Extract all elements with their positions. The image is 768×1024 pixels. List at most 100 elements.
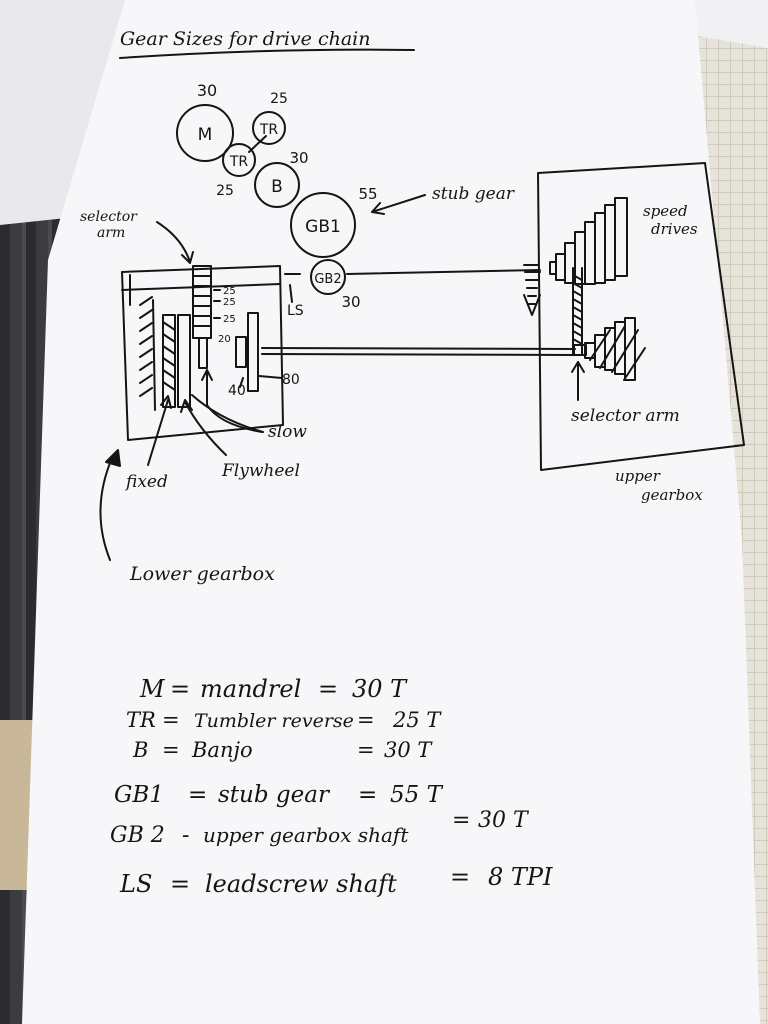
- legend-sep: =: [162, 738, 180, 762]
- legend-row-m: M = mandrel = 30 T: [139, 675, 408, 703]
- main-shaft-top: [261, 347, 576, 350]
- gear-m-teeth: 30: [197, 81, 217, 100]
- selector-arm-top-line1: selector: [80, 209, 138, 225]
- legend-name: mandrel: [200, 675, 301, 703]
- slow-arrow-2: [206, 371, 263, 433]
- tick-40: [239, 377, 244, 388]
- legend-abbr: LS: [119, 870, 152, 898]
- legend-eq: =: [357, 708, 375, 732]
- lower-number-3: 25: [223, 314, 236, 325]
- legend-eq: =: [450, 863, 470, 891]
- gear-tr-lower: [222, 143, 256, 177]
- gear-tr-upper-label: TR: [259, 122, 279, 138]
- slow-label: slow: [268, 422, 307, 442]
- gear-tr-upper-teeth: 25: [270, 91, 288, 107]
- legend-row-gb2: GB 2 - upper gearbox shaft = 30 T: [110, 808, 530, 848]
- upper-cluster-gears: [584, 317, 646, 381]
- stub-gear-note: stub gear: [432, 184, 515, 204]
- speed-drives-line1: speed: [643, 202, 688, 220]
- legend-abbr: M: [139, 675, 166, 703]
- lower-number-2: 25: [223, 297, 236, 308]
- legend-abbr: TR: [126, 708, 156, 732]
- legend-value: 25 T: [392, 708, 442, 732]
- lower-number-4: 20: [218, 334, 231, 345]
- stub-gear-arrow: [371, 194, 426, 213]
- fixed-gear-stack: [162, 314, 176, 408]
- legend-value: 55 T: [390, 782, 444, 808]
- selector-arm-right-label: selector arm: [571, 406, 680, 426]
- upper-gearbox-box: [537, 162, 745, 471]
- flywheel-arrowhead: [180, 399, 193, 413]
- legend-name: Tumbler reverse: [194, 710, 354, 732]
- legend-row-gb1: GB1 = stub gear = 55 T: [114, 782, 444, 808]
- flywheel-arrow: [184, 401, 227, 456]
- flywheel-label: Flywheel: [221, 461, 300, 481]
- gear-b-label: B: [271, 177, 283, 197]
- gear-20-40: [235, 336, 247, 368]
- slow-arrow: [191, 394, 264, 433]
- legend-row-ls: LS = leadscrew shaft = 8 TPI: [119, 863, 553, 898]
- gear-gb1-label: GB1: [305, 217, 341, 237]
- ls-label: LS: [287, 303, 304, 319]
- legend-eq: =: [452, 808, 470, 833]
- leadscrew-spring: [523, 264, 541, 316]
- legend-name: leadscrew shaft: [205, 870, 397, 898]
- lower-gearbox-housing: [121, 265, 284, 441]
- stub-gear-arrowhead: [371, 202, 385, 215]
- gear-m: [176, 104, 234, 162]
- title-underline: [119, 48, 415, 59]
- legend-value: 30 T: [352, 675, 408, 703]
- legend-abbr: GB1: [114, 782, 164, 808]
- selector-arm-top-arrowhead: [181, 251, 194, 264]
- gear-b: [254, 162, 300, 208]
- legend-value: 30 T: [478, 808, 530, 833]
- gear-tr-upper: [252, 111, 286, 145]
- lower-gearbox-arrowhead: [105, 449, 121, 467]
- upper-gearbox-line1: upper: [615, 467, 661, 485]
- legend-eq: =: [318, 675, 338, 703]
- legend-abbr: B: [132, 738, 148, 762]
- gear-b-teeth: 30: [289, 149, 308, 167]
- slow-arrowhead: [201, 369, 213, 381]
- gb2-shaft-line: [346, 269, 541, 275]
- gear-80: [247, 312, 259, 392]
- gear-gb1-teeth: 55: [358, 185, 377, 203]
- legend-sep: =: [162, 708, 180, 732]
- speed-drives-cone: [549, 197, 628, 285]
- lower-number-1: 25: [223, 286, 236, 297]
- legend-eq: =: [357, 738, 375, 762]
- lower-number-6: 80: [282, 372, 300, 388]
- main-shaft-bottom: [261, 353, 576, 356]
- selector-cluster-teeth: [192, 275, 212, 327]
- legend-value: 30 T: [384, 738, 433, 762]
- gear-m-label: M: [198, 125, 213, 145]
- gear-tr-lower-label: TR: [229, 154, 249, 170]
- page-title: Gear Sizes for drive chain: [120, 28, 370, 50]
- legend-sep: =: [170, 870, 190, 898]
- legend-sep: -: [182, 823, 189, 848]
- gear-gb2-label: GB2: [314, 272, 341, 287]
- legend-eq: =: [358, 782, 377, 808]
- legend-row-tr: TR = Tumbler reverse = 25 T: [126, 708, 442, 732]
- lower-gearbox-hatch: [139, 296, 153, 397]
- legend-sep: =: [170, 675, 190, 703]
- speed-drives-line2: drives: [651, 220, 698, 238]
- flywheel-bar: [177, 314, 191, 408]
- selector-arm-top-arrow: [156, 221, 191, 263]
- gear-legend: M = mandrel = 30 T TR = Tumbler reverse …: [110, 675, 553, 898]
- fixed-gear-teeth: [162, 321, 176, 391]
- upper-gearbox-line2: gearbox: [641, 486, 703, 504]
- lower-gearbox-label: Lower gearbox: [129, 563, 275, 585]
- gear-gb2: [310, 259, 346, 295]
- lower-number-5: 40: [228, 383, 246, 399]
- legend-row-b: B = Banjo = 30 T: [132, 738, 433, 762]
- lower-gearbox-arrow: [99, 457, 113, 561]
- gear-gb2-teeth: 30: [341, 293, 360, 311]
- legend-name: Banjo: [191, 738, 253, 762]
- legend-sep: =: [188, 782, 207, 808]
- fixed-label: fixed: [124, 472, 168, 492]
- selector-arm-right-arrowhead: [571, 361, 585, 373]
- selector-cluster-stem: [198, 337, 208, 369]
- legend-value: 8 TPI: [488, 863, 553, 891]
